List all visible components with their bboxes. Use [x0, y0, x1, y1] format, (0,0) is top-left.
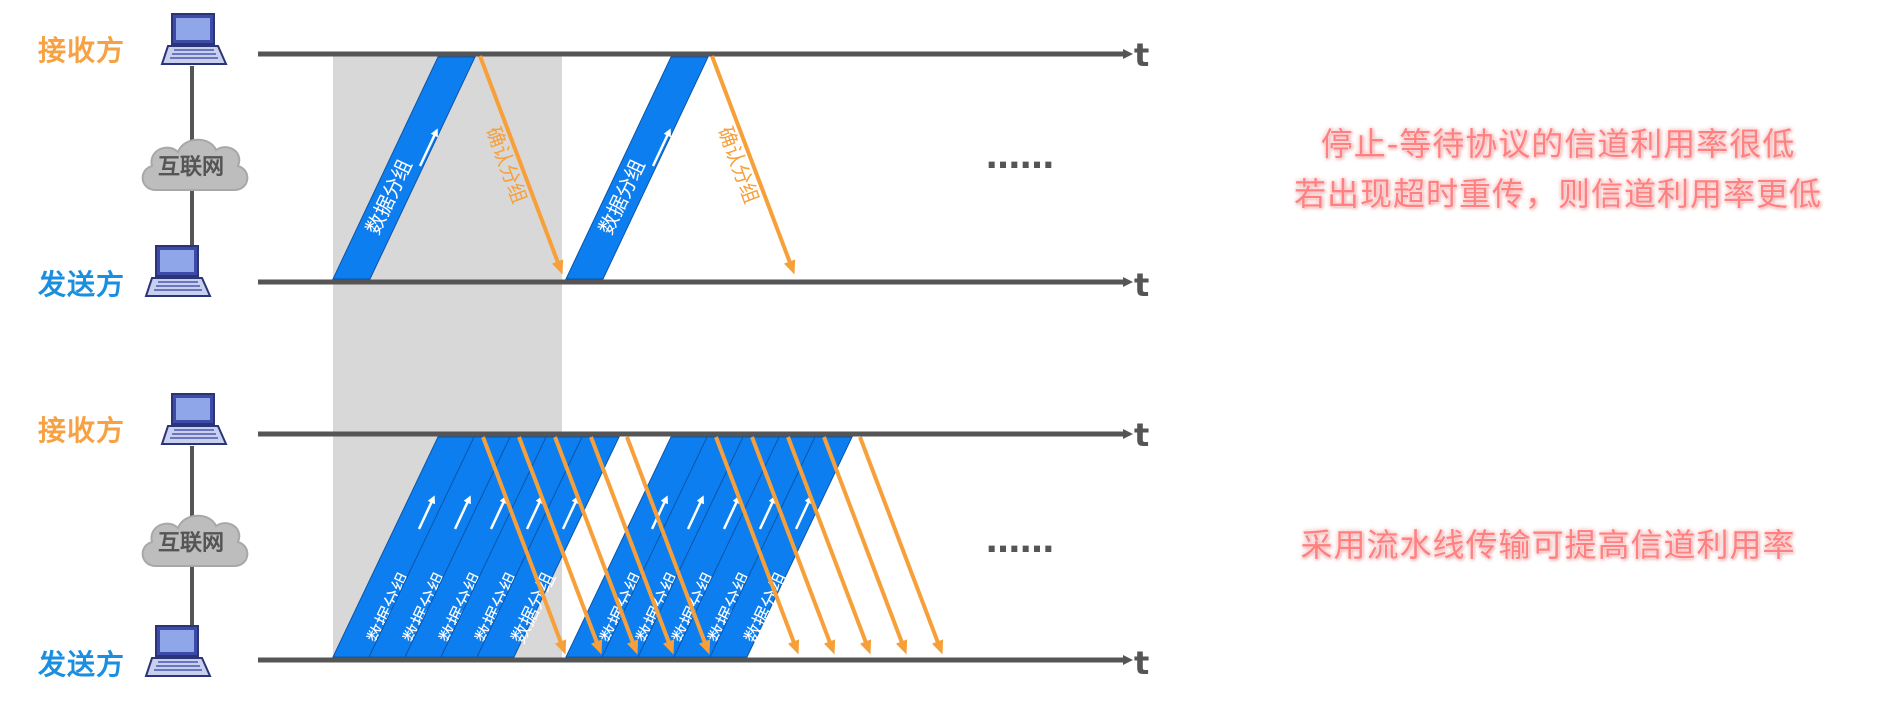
receiver-label: 接收方	[38, 34, 125, 67]
internet-label: 互联网	[158, 531, 224, 556]
direction-arrow	[722, 495, 740, 530]
pipeline-diagram: 接收方 发送方 互联网 t t 数据分组数据分组数据分组数据分组数据分组数据分组…	[37, 393, 1149, 682]
ack-arrow	[625, 436, 711, 655]
ack-arrow	[822, 436, 908, 655]
continuation-ellipsis: ……	[986, 521, 1054, 561]
ack-arrow	[481, 436, 567, 655]
ack-arrow	[589, 436, 675, 655]
time-axis-label: t	[1134, 644, 1149, 682]
direction-arrow	[453, 495, 471, 530]
ack-packet-label: 确认分组	[713, 123, 763, 206]
direction-arrow	[686, 495, 704, 530]
direction-arrow	[418, 128, 438, 167]
sender-label: 发送方	[37, 648, 125, 681]
direction-arrow	[794, 495, 812, 530]
direction-arrow	[651, 128, 671, 167]
time-axis-label: t	[1134, 266, 1149, 304]
ack-arrow	[786, 436, 872, 655]
direction-arrow	[650, 495, 668, 530]
direction-arrow	[525, 495, 543, 530]
direction-arrow	[561, 495, 579, 530]
time-axis-label: t	[1134, 416, 1149, 454]
sender-label: 发送方	[37, 268, 125, 301]
laptop-icon	[161, 13, 227, 65]
time-axis-label: t	[1134, 36, 1149, 74]
pipeline-note: 采用流水线传输可提高信道利用率	[1300, 526, 1795, 564]
receiver-label: 接收方	[38, 414, 125, 447]
stop-wait-note-line1: 停止-等待协议的信道利用率很低	[1321, 125, 1796, 163]
ack-arrow	[517, 436, 603, 655]
continuation-ellipsis: ……	[986, 137, 1054, 177]
data-packet	[565, 56, 709, 280]
direction-arrow	[417, 495, 435, 530]
stop-wait-note-line2: 若出现超时重传，则信道利用率更低	[1294, 175, 1822, 213]
laptop-icon	[145, 245, 211, 297]
laptop-icon	[145, 625, 211, 677]
direction-arrow	[489, 495, 507, 530]
ack-arrow	[553, 436, 639, 655]
laptop-icon	[161, 393, 227, 445]
data-packet	[332, 56, 476, 280]
ack-arrow	[478, 55, 564, 275]
ack-arrow	[858, 436, 944, 655]
ack-arrow	[750, 436, 836, 655]
pipeline-packet-group: 数据分组数据分组数据分组数据分组数据分组数据分组数据分组数据分组数据分组数据分组	[332, 436, 944, 658]
internet-label: 互联网	[158, 155, 224, 180]
direction-arrow	[758, 495, 776, 530]
ack-arrow	[710, 55, 796, 275]
ack-arrow	[714, 436, 800, 655]
stop-and-wait-diagram: 接收方 发送方 互联网 t t 数据分组 确认分组 数据分组 确认分组 ……	[37, 13, 1149, 304]
